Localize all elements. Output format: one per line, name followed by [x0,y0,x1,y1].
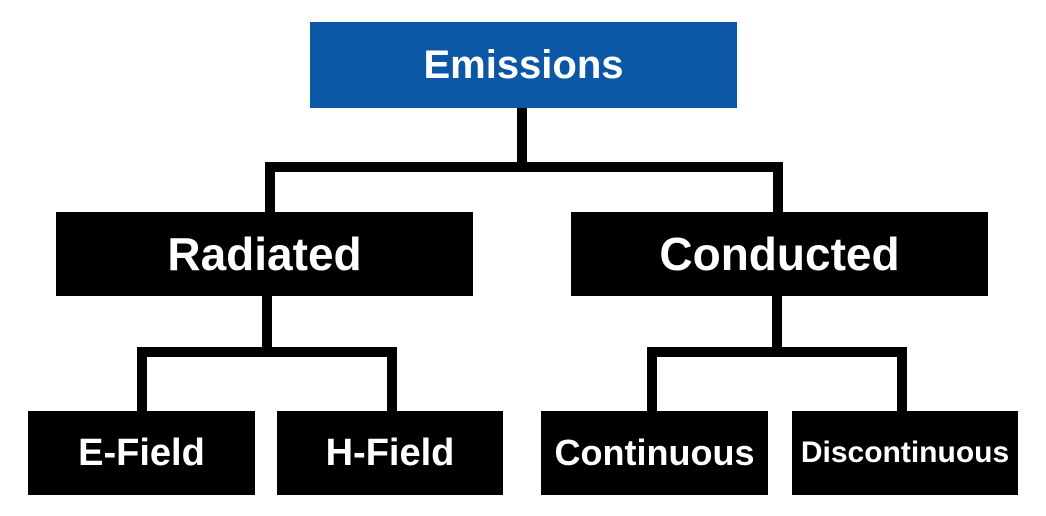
node-emissions: Emissions [310,22,737,108]
connector-level1-bar [265,162,783,172]
connector-conducted-bar [647,347,907,357]
node-continuous: Continuous [541,411,768,495]
connector-radiated-bar [137,347,397,357]
connector-radiated-stem [262,296,272,347]
connector-radiated-drop [265,172,275,212]
connector-hfield-drop [387,357,397,411]
connector-conducted-drop [773,172,783,212]
node-discontinuous: Discontinuous [792,411,1018,495]
connector-efield-drop [137,357,147,411]
connector-continuous-drop [647,357,657,411]
connector-discontinuous-drop [897,357,907,411]
node-e-field: E-Field [28,411,255,495]
node-h-field: H-Field [277,411,503,495]
node-conducted: Conducted [571,212,988,296]
connector-conducted-stem [772,296,782,347]
connector-root-stem [517,108,527,162]
node-radiated: Radiated [56,212,473,296]
